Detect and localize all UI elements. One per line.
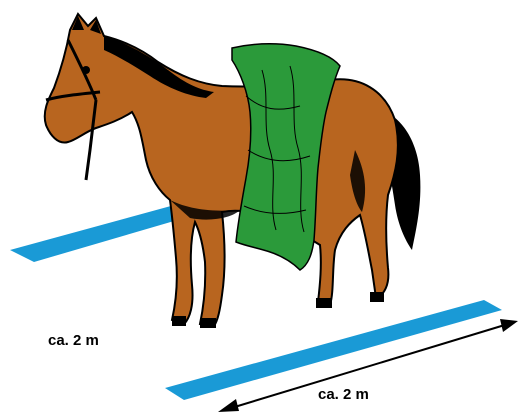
hoof-hind-left [316,298,332,308]
horse-body [45,14,398,326]
horse-eye [82,66,90,74]
distance-label-left: ca. 2 m [48,332,99,349]
distance-label-bottom: ca. 2 m [318,386,369,403]
hoof-front-left [172,316,186,326]
hoof-hind-right [370,292,384,302]
hoof-front-right [200,318,216,328]
